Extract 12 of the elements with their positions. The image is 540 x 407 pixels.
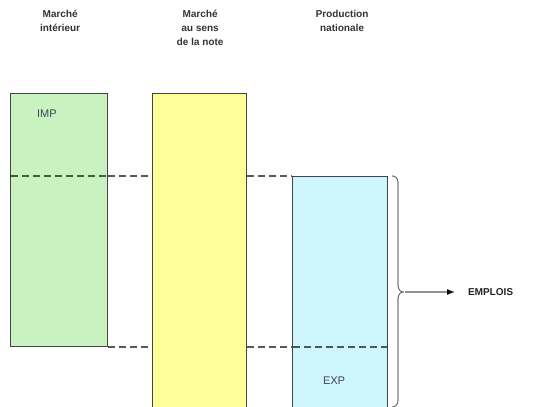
dashed-line [247, 346, 292, 348]
column-bar [152, 93, 247, 407]
arrow [404, 289, 454, 295]
column-bar [292, 176, 388, 407]
output-label: EMPLOIS [468, 285, 514, 300]
column-heading: Production nationale [314, 8, 370, 36]
column-heading: Marché intérieur [38, 8, 81, 36]
bar-label: EXP [323, 374, 346, 389]
bar-label: IMP [37, 107, 57, 122]
column-bar [10, 93, 108, 347]
dashed-line [247, 175, 292, 177]
column-heading: Marché au sens de la note [176, 8, 224, 50]
